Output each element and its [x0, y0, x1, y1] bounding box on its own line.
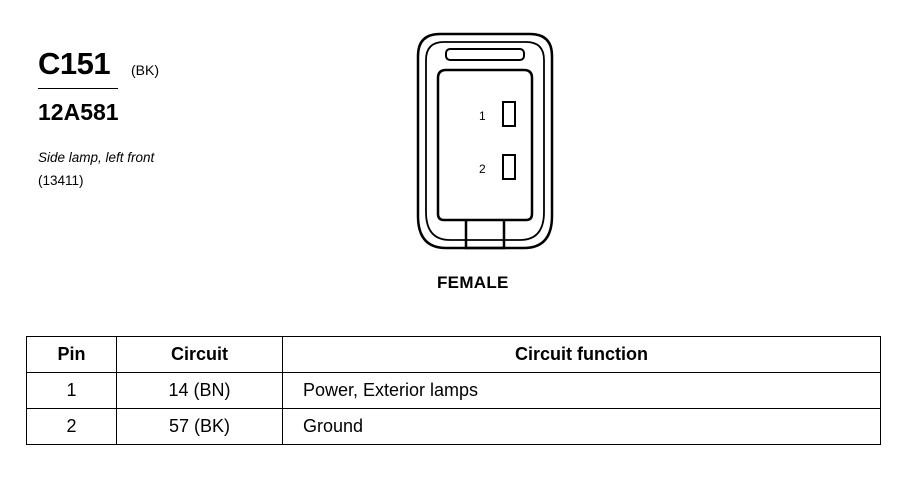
pin-1-label: 1 [479, 109, 486, 123]
header-circuit-function: Circuit function [282, 336, 881, 373]
connector-inner-shell [425, 41, 545, 241]
terminal-cavity [436, 68, 534, 222]
connector-gender-label: FEMALE [437, 273, 509, 292]
circuit-code: 14 (BN) [116, 372, 283, 409]
pin-number: 2 [26, 408, 117, 445]
latch-slot [445, 48, 525, 61]
connector-outer-shell [416, 32, 554, 250]
polarization-key [464, 220, 506, 250]
pin-1-cavity [502, 101, 516, 127]
connector-face-diagram: 1 2 [416, 32, 554, 250]
table-row: 2 57 (BK) Ground [26, 408, 881, 445]
circuit-function: Power, Exterior lamps [282, 372, 881, 409]
pin-number: 1 [26, 372, 117, 409]
header-circuit: Circuit [116, 336, 283, 373]
connector-reference: (13411) [38, 173, 84, 188]
header-pin: Pin [26, 336, 117, 373]
pin-2-label: 2 [479, 162, 486, 176]
connector-color-code: (BK) [131, 62, 159, 78]
title-rule [38, 88, 118, 89]
table-row: 1 14 (BN) Power, Exterior lamps [26, 372, 881, 409]
pinout-table: Pin Circuit Circuit function 1 14 (BN) P… [26, 336, 881, 445]
part-number: 12A581 [38, 99, 119, 125]
connector-description: Side lamp, left front [38, 150, 155, 165]
table-header-row: Pin Circuit Circuit function [26, 336, 881, 373]
circuit-function: Ground [282, 408, 881, 445]
pin-2-cavity [502, 154, 516, 180]
connector-id: C151 [38, 46, 111, 81]
circuit-code: 57 (BK) [116, 408, 283, 445]
